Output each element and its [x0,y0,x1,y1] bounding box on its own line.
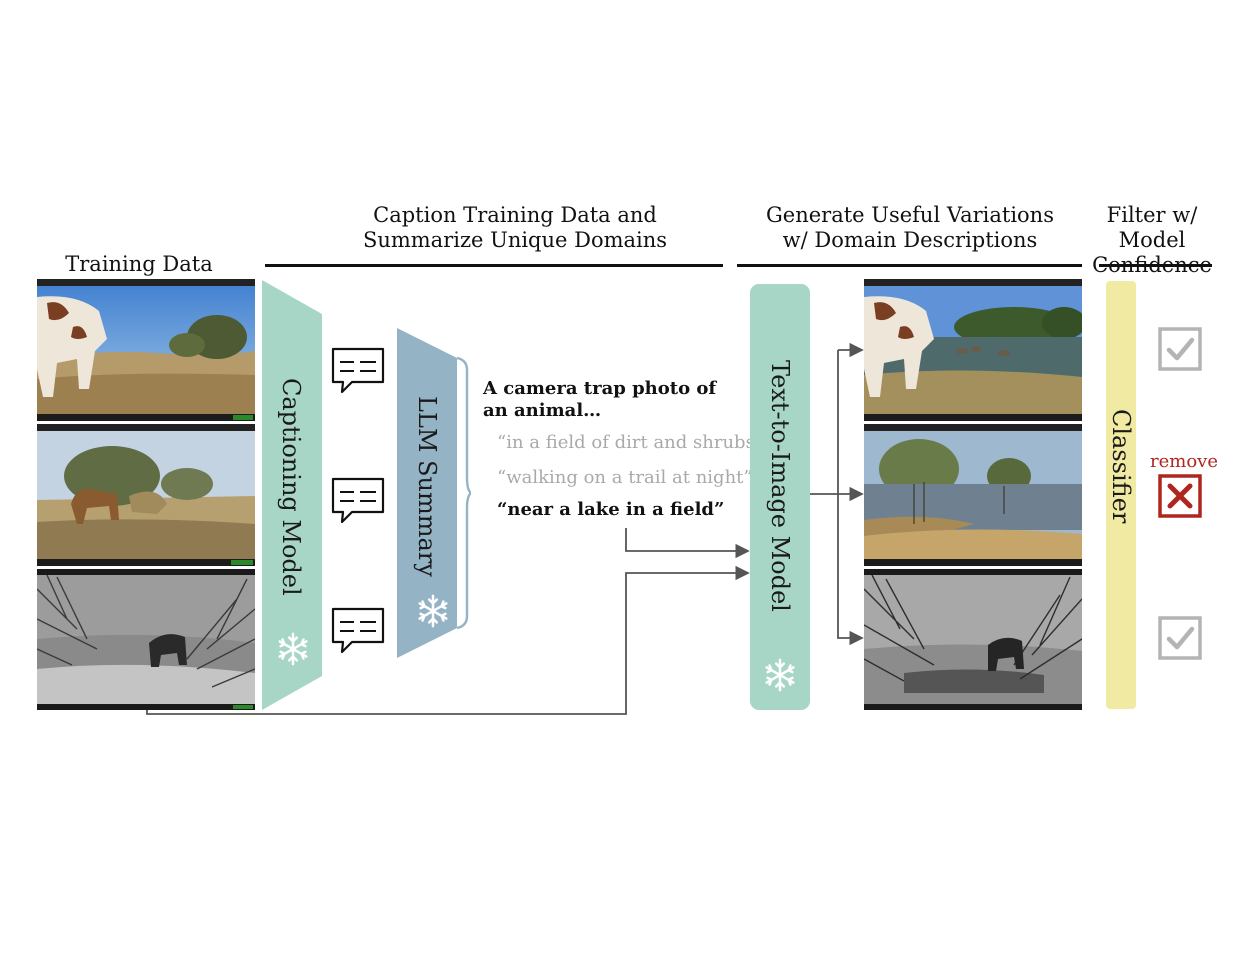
t2i-output-trunk [810,350,839,495]
domain-prompt-dirt-shrubs: “in a field of dirt and shrubs” [497,432,765,453]
checkbox-x-icon [1158,474,1202,518]
generate-stage-heading: Generate Useful Variations w/ Domain Des… [740,203,1080,253]
speech-bubble-icon [331,477,385,524]
filter-stage-heading-line1: Filter w/ Model [1106,203,1198,252]
generated-photo-flooded-field [864,424,1082,566]
remove-label: remove [1150,451,1218,472]
snowflake-icon [418,594,448,628]
llm-summary-label: LLM Summary [413,396,441,577]
generate-stage-heading-line2: w/ Domain Descriptions [782,228,1038,252]
speech-bubble-icon [331,347,385,394]
filter-stage-rule [1099,264,1212,267]
generated-photo-cow-lake [864,279,1082,421]
caption-stage-heading: Caption Training Data and Summarize Uniq… [330,203,700,253]
speech-bubble-icon [331,607,385,654]
domain-prompt-trail-night: “walking on a trail at night” [497,467,753,488]
classifier-label: Classifier [1107,409,1135,524]
prompt-to-t2i-arrow [625,528,750,559]
domain-prompt-lake-field: “near a lake in a field” [497,499,725,520]
captioning-model-block: Captioning Model [262,280,322,710]
text-to-image-model-label: Text-to-Image Model [766,360,794,612]
caption-stage-heading-line1: Caption Training Data and [373,203,657,227]
llm-summary-block: LLM Summary [397,328,471,658]
checkbox-check-icon [1158,327,1202,371]
training-data-heading: Training Data [65,252,213,276]
generated-photo-elephant-water [864,569,1082,710]
generate-stage-rule [737,264,1082,267]
classifier-block: Classifier [1106,281,1136,709]
snowflake-icon [765,658,795,692]
text-to-image-model-block: Text-to-Image Model [750,284,810,710]
caption-stage-heading-line2: Summarize Unique Domains [362,228,668,252]
generate-stage-heading-line1: Generate Useful Variations [766,203,1054,227]
captioning-model-label: Captioning Model [277,378,305,596]
snowflake-icon [278,632,308,666]
checkbox-check-icon [1158,616,1202,660]
t2i-to-output-3-arrow [837,494,864,646]
training-photo-elephant-night [37,569,255,710]
caption-stage-rule [265,264,723,267]
prompt-intro: A camera trap photo of an animal… [483,378,717,421]
training-photo-cow-savanna [37,279,255,421]
training-photo-antelope-shrubs [37,424,255,566]
